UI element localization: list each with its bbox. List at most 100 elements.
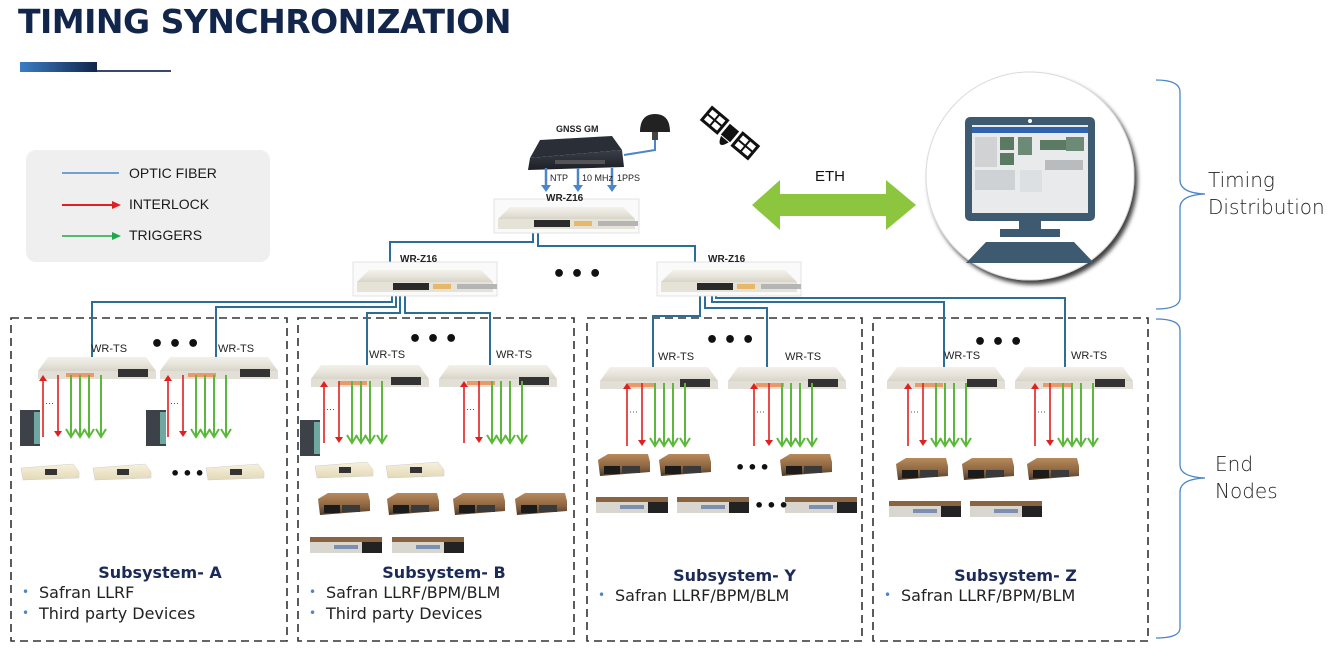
interlock-arrowhead xyxy=(904,383,912,389)
subsystem-y-signal-arrows: ··· xyxy=(750,383,818,448)
legend-interlock-arrowhead xyxy=(112,201,121,209)
trigger-arrowhead xyxy=(220,428,232,439)
subsystem-y-device-ellipsis: ••• xyxy=(754,496,791,515)
trigger-arrowhead xyxy=(376,434,388,445)
subsystem-z-title: Subsystem- Z xyxy=(954,566,1077,585)
timing-distribution-brace xyxy=(1155,79,1206,310)
interlock-arrowhead xyxy=(1046,440,1054,446)
subsystem-a-signal-arrows: ··· xyxy=(164,375,232,439)
satellite-icon xyxy=(699,105,761,161)
subsystem-y-box xyxy=(586,317,863,642)
interlock-arrowhead xyxy=(460,381,468,387)
wr-ts-label: WR-TS xyxy=(944,350,981,362)
trigger-arrowhead xyxy=(930,437,942,448)
subsystem-z-box xyxy=(872,317,1149,642)
trigger-arrowhead xyxy=(364,434,376,445)
subsystem-b-signal-arrows: ··· xyxy=(460,381,528,445)
trigger-arrowhead xyxy=(495,434,507,445)
gnss-grandmaster xyxy=(528,136,624,170)
computer-monitor-icon xyxy=(965,117,1095,263)
interlock-arrowhead xyxy=(919,440,927,446)
trigger-arrowhead xyxy=(658,437,670,448)
bronze-device xyxy=(1027,458,1079,480)
title-accent-bar xyxy=(20,62,97,72)
interlock-arrowhead xyxy=(1031,383,1039,389)
trigger-arrowhead xyxy=(516,434,528,445)
trigger-arrowhead xyxy=(346,434,358,445)
legend-swatches xyxy=(62,172,121,240)
gnss-antenna-icon xyxy=(623,114,670,156)
end-nodes-label: End Nodes xyxy=(1215,451,1278,505)
subsystem-y-switch-ellipsis: ••• xyxy=(705,328,760,353)
subsystem-y-signal-arrows: ··· xyxy=(623,383,691,448)
trigger-arrowhead xyxy=(1057,437,1069,448)
interlock-arrowhead xyxy=(765,440,773,446)
beige-device xyxy=(92,463,152,481)
svg-text:···: ··· xyxy=(1037,407,1046,417)
trigger-arrowhead xyxy=(948,437,960,448)
trigger-arrowhead xyxy=(794,437,806,448)
legend-label-triggers: TRIGGERS xyxy=(129,227,203,243)
end-nodes-label-line1: End xyxy=(1215,452,1254,476)
svg-text:···: ··· xyxy=(629,407,638,417)
subsystem-a-title: Subsystem- A xyxy=(98,563,222,582)
svg-text:···: ··· xyxy=(910,407,919,417)
trigger-arrowhead xyxy=(939,437,951,448)
eth-label: ETH xyxy=(815,168,845,185)
bronze-device xyxy=(659,454,711,476)
trigger-arrowhead xyxy=(679,437,691,448)
end-nodes-label-line2: Nodes xyxy=(1215,479,1278,503)
signal-ntp-label: NTP xyxy=(550,173,568,183)
plc-device xyxy=(300,420,320,456)
wr-ts-label: WR-TS xyxy=(785,351,822,363)
distribution-switch-right xyxy=(656,261,802,297)
svg-text:···: ··· xyxy=(466,404,475,414)
subsystem-a-switch-ellipsis: ••• xyxy=(150,332,205,357)
legend-trigger-arrowhead xyxy=(112,232,121,240)
subsystem-z-caption: Subsystem- Z Safran LLRF/BPM/BLM xyxy=(873,566,1148,606)
legend-label-optic-fiber: OPTIC FIBER xyxy=(129,165,217,181)
distribution-switch-right-label: WR-Z16 xyxy=(708,254,746,265)
interlock-arrowhead xyxy=(623,383,631,389)
flat-rack-device xyxy=(596,497,668,513)
subsystem-y-item: Safran LLRF/BPM/BLM xyxy=(596,585,862,606)
wr-ts-label: WR-TS xyxy=(496,349,533,361)
timing-distribution-label-line2: Distribution xyxy=(1208,195,1325,219)
trigger-arrowhead xyxy=(1066,437,1078,448)
subsystem-a-item: Third party Devices xyxy=(20,603,287,624)
trigger-arrowhead xyxy=(83,428,95,439)
interlock-arrowhead xyxy=(164,375,172,381)
fiber-z16r-to-y1 xyxy=(652,290,701,380)
trigger-arrowhead xyxy=(486,434,498,445)
distribution-ellipsis: ••• xyxy=(552,262,607,287)
svg-text:···: ··· xyxy=(45,398,54,408)
gnss-label: GNSS GM xyxy=(556,124,599,134)
flat-rack-device xyxy=(785,497,857,513)
bronze-device xyxy=(962,458,1014,480)
subsystem-z-switch-ellipsis: ••• xyxy=(973,330,1028,355)
trigger-arrowhead xyxy=(1087,437,1099,448)
bronze-device xyxy=(453,493,505,515)
interlock-arrowhead xyxy=(335,437,343,443)
end-nodes-brace xyxy=(1155,318,1206,639)
wr-ts-label: WR-TS xyxy=(91,343,128,355)
wr-ts-label: WR-TS xyxy=(369,349,406,361)
distribution-switch-left xyxy=(352,261,498,297)
svg-text:···: ··· xyxy=(326,404,335,414)
subsystem-b-title: Subsystem- B xyxy=(382,563,506,582)
timing-distribution-label-line1: Timing xyxy=(1208,168,1275,192)
wr-ts-switch xyxy=(439,365,557,387)
subsystem-z-signal-arrows: ··· xyxy=(904,383,972,448)
interlock-arrowhead xyxy=(179,431,187,437)
flat-rack-device xyxy=(970,501,1042,517)
subsystem-y-list: Safran LLRF/BPM/BLM xyxy=(596,585,862,606)
wr-ts-switch xyxy=(600,367,718,389)
subsystem-b-item: Safran LLRF/BPM/BLM xyxy=(307,582,574,603)
wr-ts-label: WR-TS xyxy=(218,343,255,355)
subsystem-a-item: Safran LLRF xyxy=(20,582,287,603)
bronze-device xyxy=(896,458,948,480)
distribution-switch-left-label: WR-Z16 xyxy=(400,254,438,265)
subsystem-y-title: Subsystem- Y xyxy=(673,566,796,585)
subsystem-b-signal-arrows: ··· xyxy=(320,381,388,445)
